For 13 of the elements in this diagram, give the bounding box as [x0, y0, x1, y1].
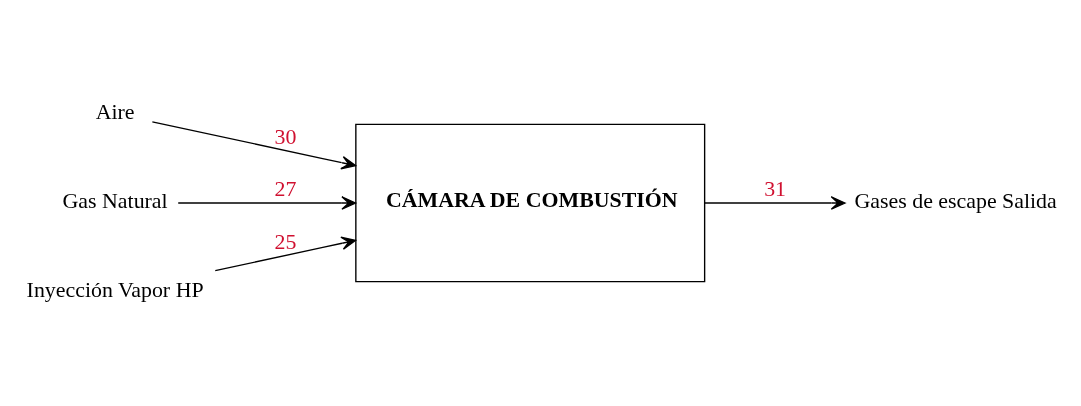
- edge-label: 31: [764, 176, 787, 201]
- edge-label: 25: [274, 230, 297, 255]
- node-text: Inyección Vapor HP: [26, 278, 204, 303]
- node-text: Aire: [95, 100, 135, 125]
- arrow: [177, 196, 357, 210]
- edge-label: 27: [274, 176, 297, 201]
- node-text: Gas Natural: [62, 189, 168, 214]
- arrow: [214, 236, 357, 272]
- edge-label: 30: [274, 124, 297, 149]
- node-box: CÁMARA DE COMBUSTIÓN: [355, 123, 706, 283]
- node-text: Gases de escape Salida: [854, 189, 1057, 214]
- arrow: [151, 121, 357, 170]
- arrow: [704, 196, 846, 210]
